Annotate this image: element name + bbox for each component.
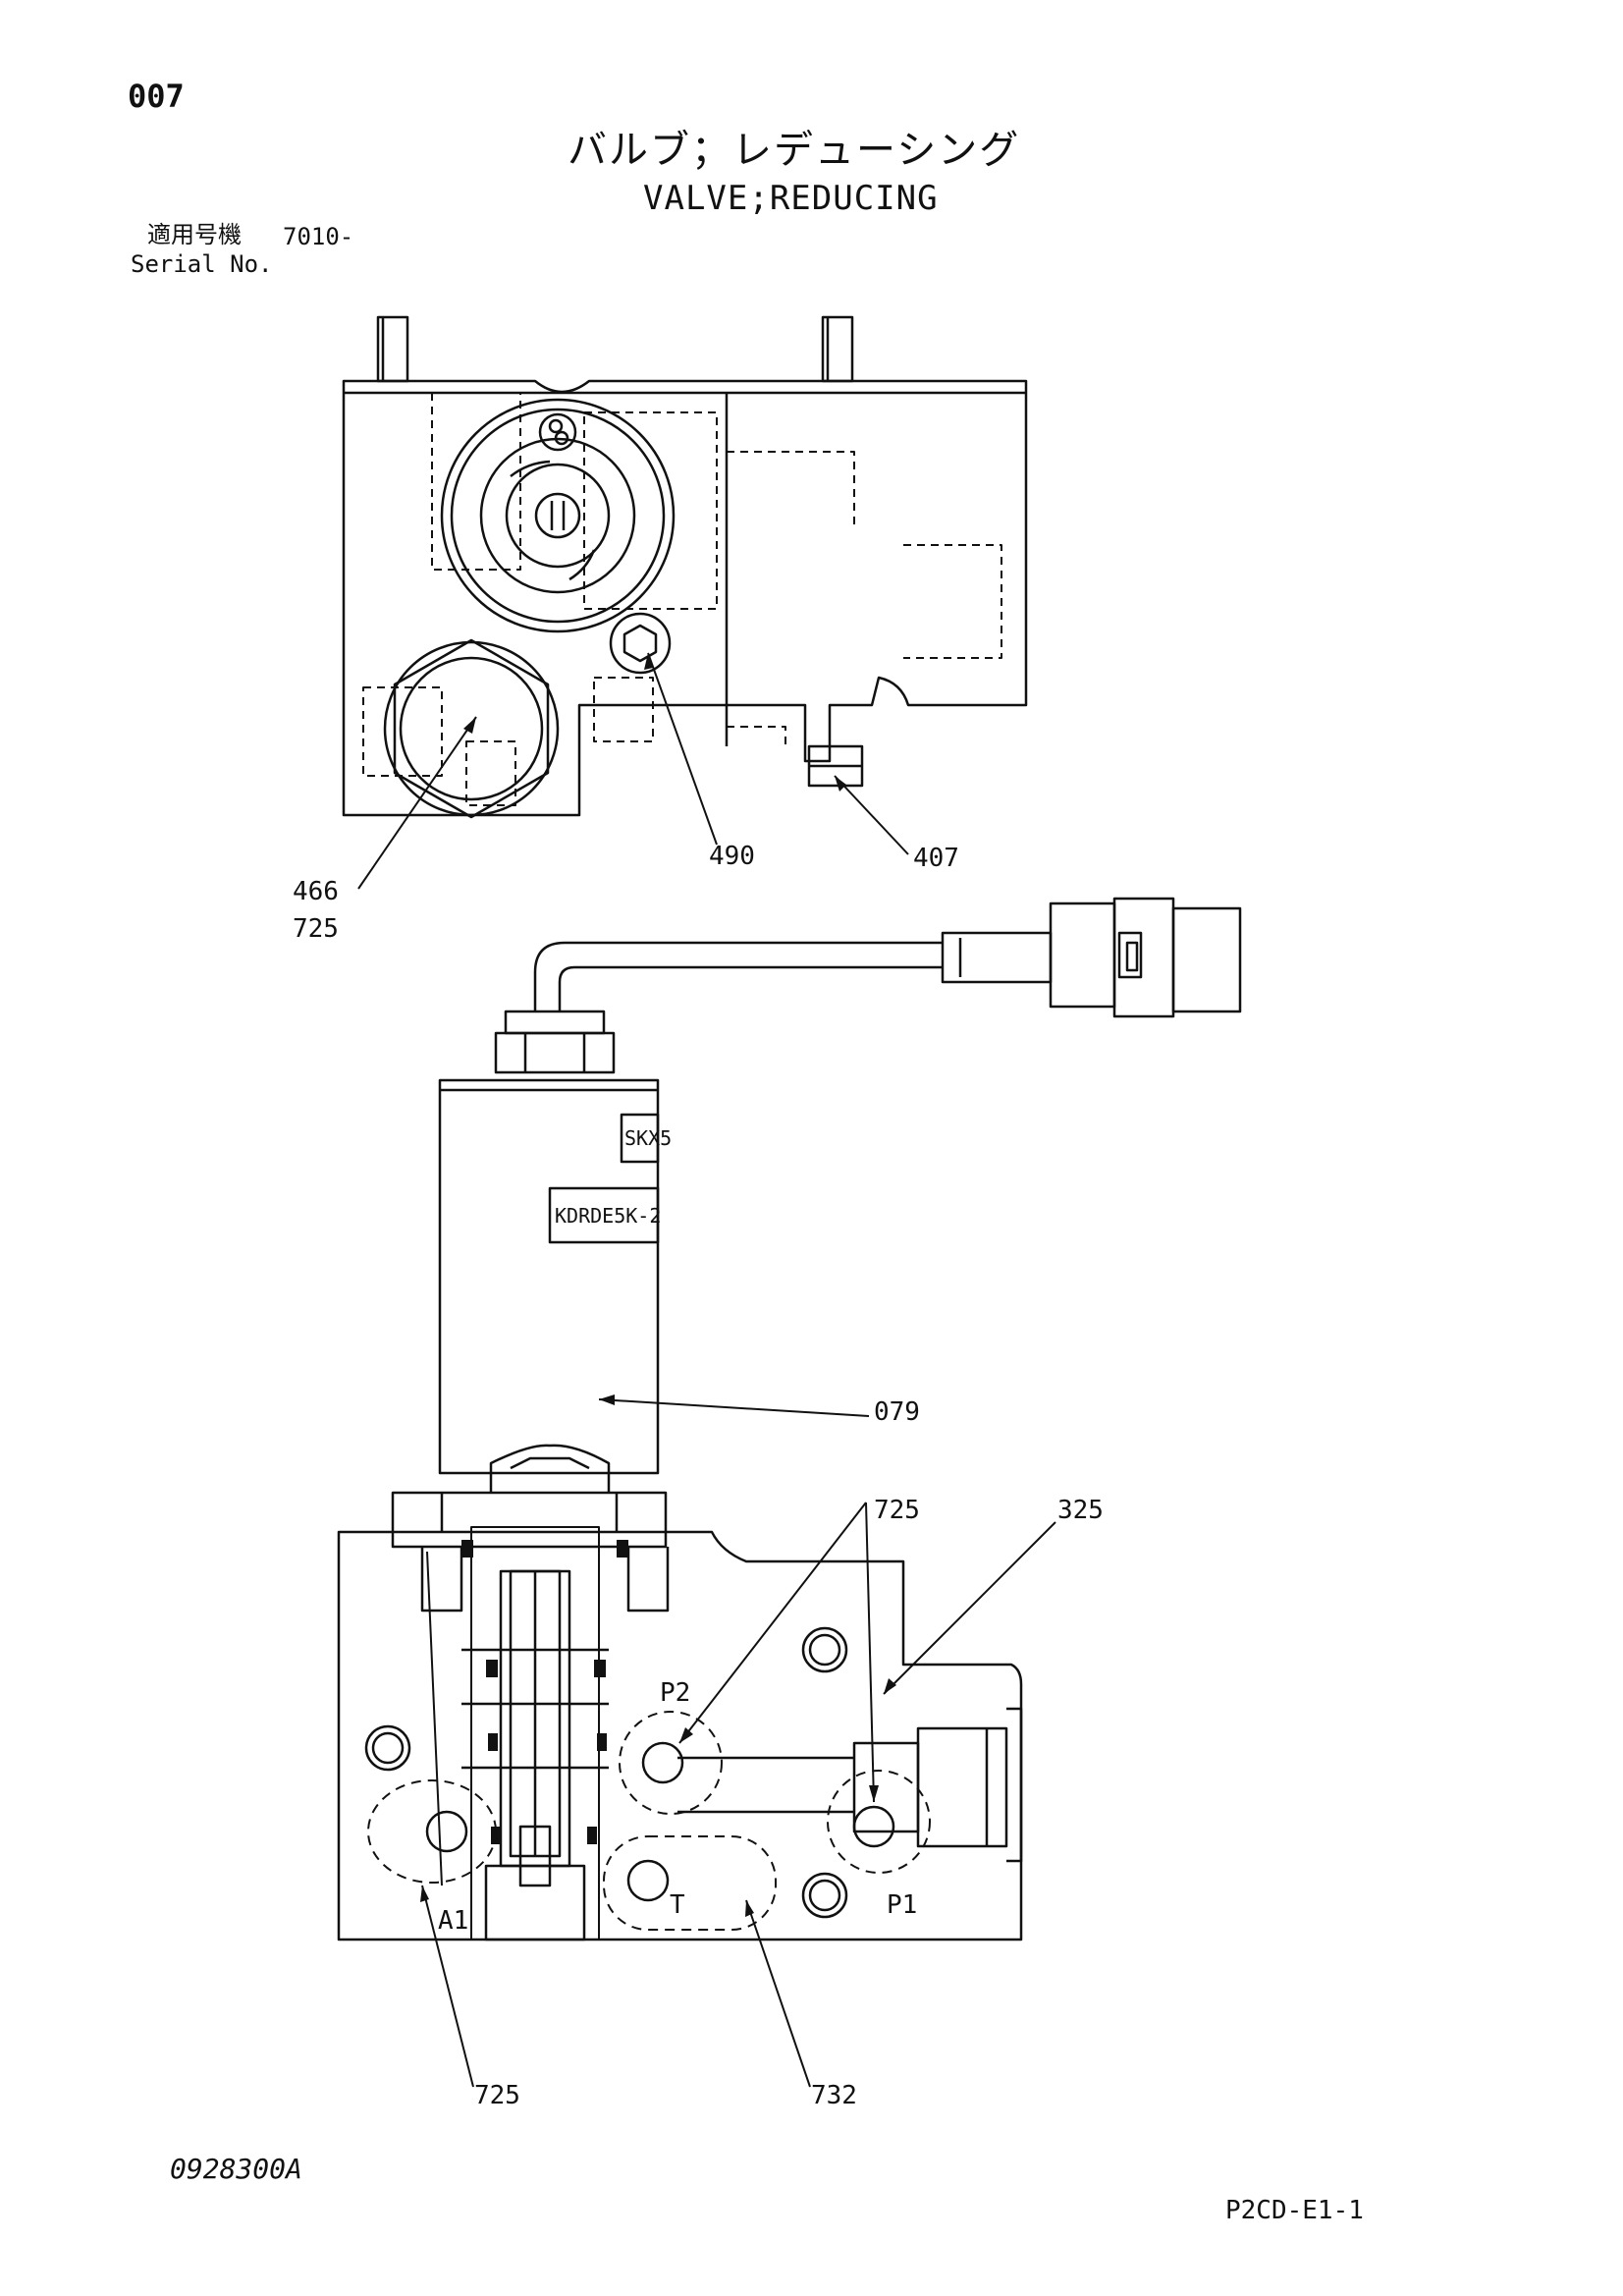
serial-label-japanese: 適用号機	[147, 221, 242, 248]
leader-lines	[357, 652, 1056, 2088]
solenoid-stamp-upper: SKX5	[624, 1126, 672, 1150]
title-japanese: バルブ；レデューシング	[568, 128, 1021, 173]
callout-325: 325	[1057, 1496, 1104, 1525]
arrow-heads	[420, 653, 896, 1917]
callout-490: 490	[709, 842, 755, 871]
sheet-code: P2CD-E1-1	[1225, 2196, 1364, 2225]
serial-value: 7010-	[283, 223, 354, 250]
port-label-p1: P1	[887, 1890, 917, 1920]
callout-407: 407	[913, 844, 959, 873]
serial-label-english: Serial No.	[131, 250, 273, 278]
drawing-number: 0928300A	[170, 2153, 302, 2185]
callout-466: 466	[293, 877, 339, 906]
callout-725-mid: 725	[874, 1496, 920, 1525]
port-label-t: T	[670, 1890, 685, 1920]
callout-079: 079	[874, 1397, 920, 1427]
callout-725-top: 725	[293, 914, 339, 944]
page-number: 007	[128, 78, 185, 115]
valve-body-top-view	[342, 315, 1028, 819]
valve-block-325	[337, 1444, 1023, 1941]
callout-725-bottom: 725	[474, 2081, 520, 2110]
callout-732: 732	[811, 2081, 857, 2110]
port-label-p2: P2	[660, 1678, 690, 1708]
solenoid-stamp-lower: KDRDE5K-2	[555, 1204, 661, 1228]
title-english: VALVE;REDUCING	[643, 179, 939, 218]
port-label-a1: A1	[438, 1906, 468, 1936]
solenoid-079	[438, 897, 1242, 1475]
